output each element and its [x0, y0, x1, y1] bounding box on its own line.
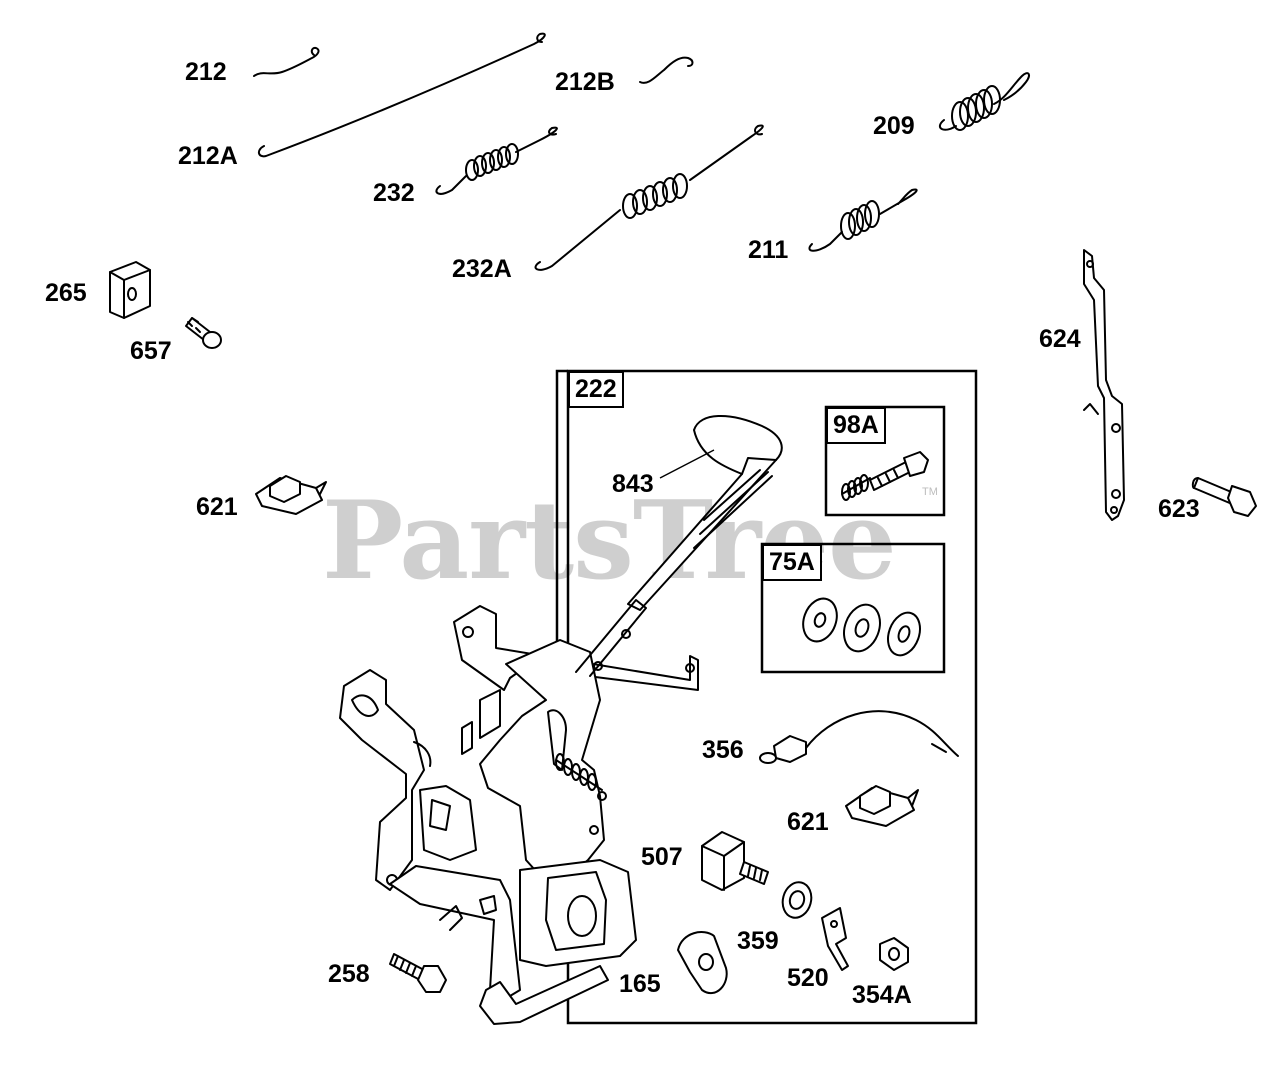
callout-359[interactable]: 359 — [737, 927, 779, 955]
callout-212b[interactable]: 212B — [555, 68, 615, 96]
part-843-lever — [627, 415, 783, 611]
group-label-75a: 75A — [762, 544, 822, 581]
part-356-wire — [759, 710, 959, 764]
group-label-98a: 98A — [826, 407, 886, 444]
callout-212a[interactable]: 212A — [178, 142, 238, 170]
callout-623[interactable]: 623 — [1158, 495, 1200, 523]
part-265-clip — [109, 261, 151, 319]
callout-165[interactable]: 165 — [619, 970, 661, 998]
part-657-screw — [185, 317, 222, 349]
part-623-bolt — [1191, 477, 1257, 517]
part-control-bracket — [339, 599, 699, 1025]
part-624-lever — [1083, 249, 1125, 521]
callout-621-left[interactable]: 621 — [196, 493, 238, 521]
callout-354a[interactable]: 354A — [852, 981, 912, 1009]
callout-843[interactable]: 843 — [612, 470, 654, 498]
callout-232[interactable]: 232 — [373, 179, 415, 207]
part-520-tab — [821, 907, 849, 971]
part-211-spring — [808, 188, 918, 252]
callout-232a[interactable]: 232A — [452, 255, 512, 283]
part-212-link — [253, 46, 320, 77]
group-75a-frame — [760, 542, 946, 674]
part-165-wingnut — [677, 931, 728, 995]
callout-212[interactable]: 212 — [185, 58, 227, 86]
part-212b-link — [639, 56, 694, 84]
part-258-screw — [389, 953, 447, 993]
callout-265[interactable]: 265 — [45, 279, 87, 307]
part-212a-rod — [258, 32, 546, 158]
callout-624[interactable]: 624 — [1039, 325, 1081, 353]
callout-507[interactable]: 507 — [641, 843, 683, 871]
part-209-spring — [938, 72, 1030, 131]
callout-356[interactable]: 356 — [702, 736, 744, 764]
part-507-terminal — [701, 831, 769, 891]
part-621-clip-left — [255, 475, 327, 515]
part-621-clip-right — [845, 785, 919, 827]
callout-621-right[interactable]: 621 — [787, 808, 829, 836]
group-222-bracket-open — [555, 369, 568, 645]
part-75a-washers — [802, 597, 921, 657]
callout-209[interactable]: 209 — [873, 112, 915, 140]
part-232-spring — [435, 126, 558, 195]
callout-520[interactable]: 520 — [787, 964, 829, 992]
part-359-washer — [781, 881, 813, 919]
part-232a-spring — [534, 124, 764, 271]
part-354a-nut — [879, 937, 909, 971]
watermark: PartsTree — [322, 478, 897, 604]
callout-258[interactable]: 258 — [328, 960, 370, 988]
group-label-222: 222 — [568, 371, 624, 408]
callout-657[interactable]: 657 — [130, 337, 172, 365]
trademark-mark: TM — [922, 486, 938, 498]
callout-211[interactable]: 211 — [748, 236, 789, 264]
part-98a-screw-spring — [841, 451, 929, 501]
